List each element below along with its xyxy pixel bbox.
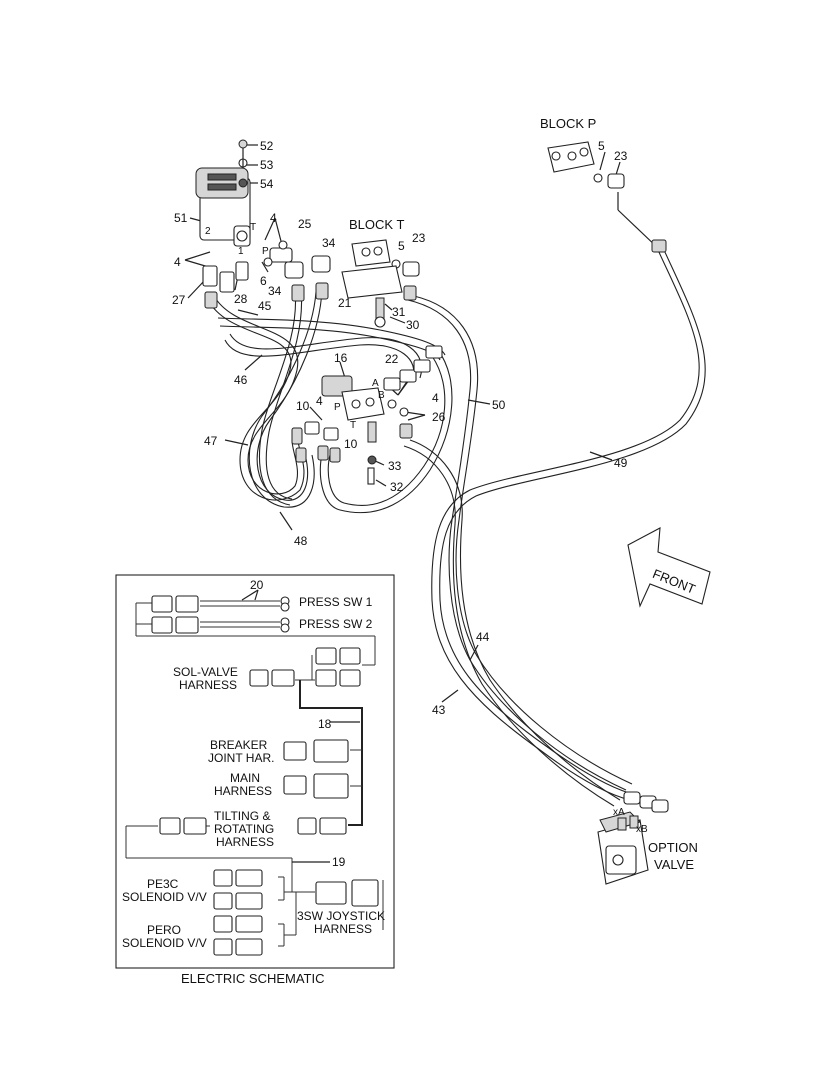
port-b: B [378,390,385,401]
callout: 50 [492,398,506,412]
label-pe3c: PE3C [147,877,179,891]
schematic-wiring [125,589,384,947]
callout: 43 [432,703,446,717]
port-xa: xA [613,807,625,818]
callout: 30 [406,318,420,332]
callout: 20 [250,578,264,592]
callout: 46 [234,373,248,387]
schematic-connectors [151,595,379,956]
fittings-pilot [202,240,331,309]
callout: 31 [392,305,406,319]
valve-16 [291,345,443,485]
label-block-t: BLOCK T [349,217,404,232]
label-rotating: ROTATING [214,822,274,836]
label-sol-valve-harness: HARNESS [179,678,237,692]
label-tilting-harness: HARNESS [216,835,274,849]
callout: 34 [322,236,336,250]
callout: 5 [398,239,405,253]
port-2: 2 [205,226,211,237]
label-breaker: BREAKER [210,738,268,752]
callout: 33 [388,459,402,473]
port-1: 1 [238,246,244,257]
callout: 18 [318,717,332,731]
callout: 45 [258,299,272,313]
label-main-harness: HARNESS [214,784,272,798]
callout: 6 [260,274,267,288]
label-valve: VALVE [654,857,694,872]
callout: 22 [385,352,399,366]
label-electric-schematic: ELECTRIC SCHEMATIC [181,971,325,986]
label-pero: PERO [147,923,181,937]
pilot-valve-51 [195,139,251,247]
callout: 16 [334,351,348,365]
callout: 26 [432,410,446,424]
callout: 52 [260,139,274,153]
callout: 48 [294,534,308,548]
label-joystick: 3SW JOYSTICK [297,909,385,923]
callout: 25 [298,217,312,231]
callout: 19 [332,855,346,869]
option-valve [597,791,669,885]
callout: 27 [172,293,186,307]
callout: 49 [614,456,628,470]
port-p: P [334,402,341,413]
port-t: T [350,420,356,431]
front-arrow [627,527,711,608]
callout: 34 [268,284,282,298]
block-p [547,141,667,253]
port-p2: P [262,246,269,257]
callout: 5 [598,139,605,153]
label-pe3c-sol: SOLENOID V/V [122,890,207,904]
callout: 21 [338,296,352,310]
diagram-labels: BLOCK P BLOCK T FRONT OPTION VALVE A B P… [205,116,698,872]
callout: 54 [260,177,274,191]
callout: 51 [174,211,188,225]
callout: 23 [614,149,628,163]
callout-numbers: 52 53 54 51 4 25 34 4 6 34 27 28 45 46 4… [172,139,628,869]
label-press-sw1: PRESS SW 1 [299,595,373,609]
callout: 4 [316,394,323,408]
callout: 4 [270,211,277,225]
callout: 44 [476,630,490,644]
schematic-labels: PRESS SW 1 PRESS SW 2 SOL-VALVE HARNESS … [122,595,385,986]
callout: 28 [234,292,248,306]
label-block-p: BLOCK P [540,116,596,131]
label-main: MAIN [230,771,260,785]
hose-lines [207,249,706,807]
port-t2: T [250,222,256,233]
callout: 10 [296,399,310,413]
callout: 53 [260,158,274,172]
label-tilting: TILTING & [214,809,270,823]
label-breaker-joint: JOINT HAR. [208,751,274,765]
callout: 47 [204,434,218,448]
callout: 4 [432,391,439,405]
label-option: OPTION [648,840,698,855]
port-xb: xB [636,824,648,835]
port-a: A [372,378,379,389]
label-pero-sol: SOLENOID V/V [122,936,207,950]
label-sol-valve: SOL-VALVE [173,665,238,679]
block-t [341,239,420,328]
callout: 32 [390,480,404,494]
callout: 4 [174,255,181,269]
label-joystick-harness: HARNESS [314,922,372,936]
label-press-sw2: PRESS SW 2 [299,617,373,631]
callout: 23 [412,231,426,245]
callout: 10 [344,437,358,451]
